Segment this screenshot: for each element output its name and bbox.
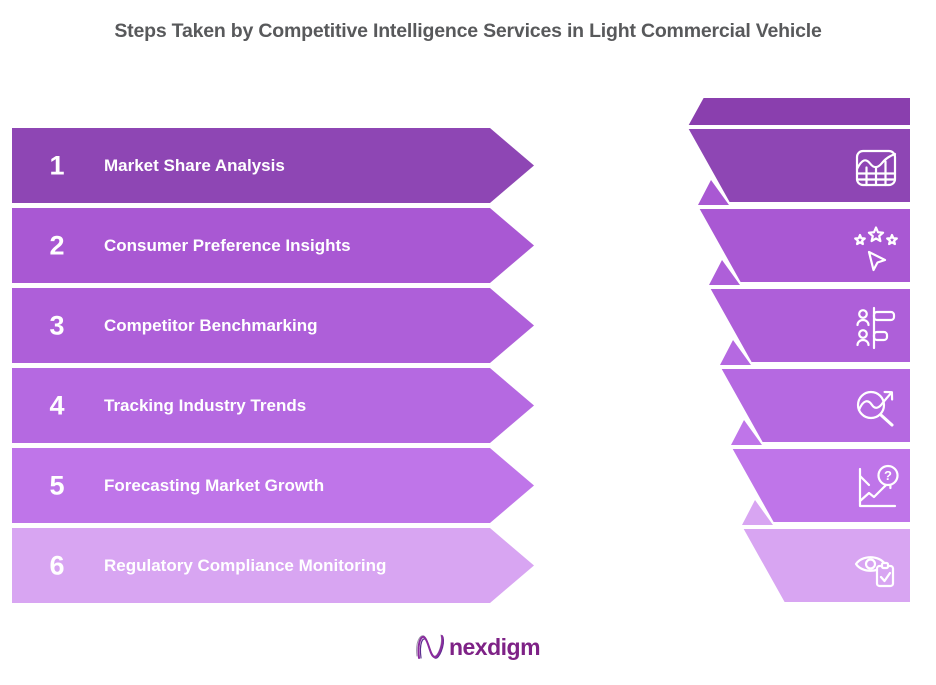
step-bar-2	[12, 208, 534, 283]
step-bar-1	[12, 128, 534, 203]
ribbon-fold-triangle	[731, 420, 762, 445]
ribbon-fold-triangle	[709, 260, 740, 285]
stars-cursor-icon	[854, 226, 898, 272]
chart-grid-icon	[855, 149, 897, 187]
ribbon-segment-6	[740, 527, 912, 604]
ribbon-top-fold	[685, 96, 912, 127]
people-bars-icon	[856, 306, 896, 350]
step-bar-5	[12, 448, 534, 523]
forecast-question-icon: ?	[858, 464, 899, 508]
svg-text:?: ?	[884, 468, 892, 483]
ribbon-fold-triangle	[742, 500, 773, 525]
nexdigm-logo-mark	[416, 634, 444, 659]
ribbon-fold-triangle	[720, 340, 751, 365]
ribbon-segment-1	[685, 127, 912, 204]
step-bar-6	[12, 528, 534, 603]
ribbon-segment-3	[707, 287, 912, 364]
magnifier-trend-icon	[856, 390, 894, 427]
page-title: Steps Taken by Competitive Intelligence …	[114, 20, 822, 42]
ribbon	[685, 96, 912, 604]
step-bars	[12, 128, 534, 603]
eye-clipboard-icon	[854, 556, 895, 588]
ribbon-segment-4	[718, 367, 912, 444]
ribbon-fold-triangle	[698, 180, 729, 205]
nexdigm-logo-text: nexdigm	[448, 633, 541, 660]
step-bar-4	[12, 368, 534, 443]
ribbon-segment-5	[729, 447, 912, 524]
nexdigm-logo: nexdigm	[0, 630, 936, 664]
ribbon-segment-2	[696, 207, 912, 284]
step-bar-3	[12, 288, 534, 363]
